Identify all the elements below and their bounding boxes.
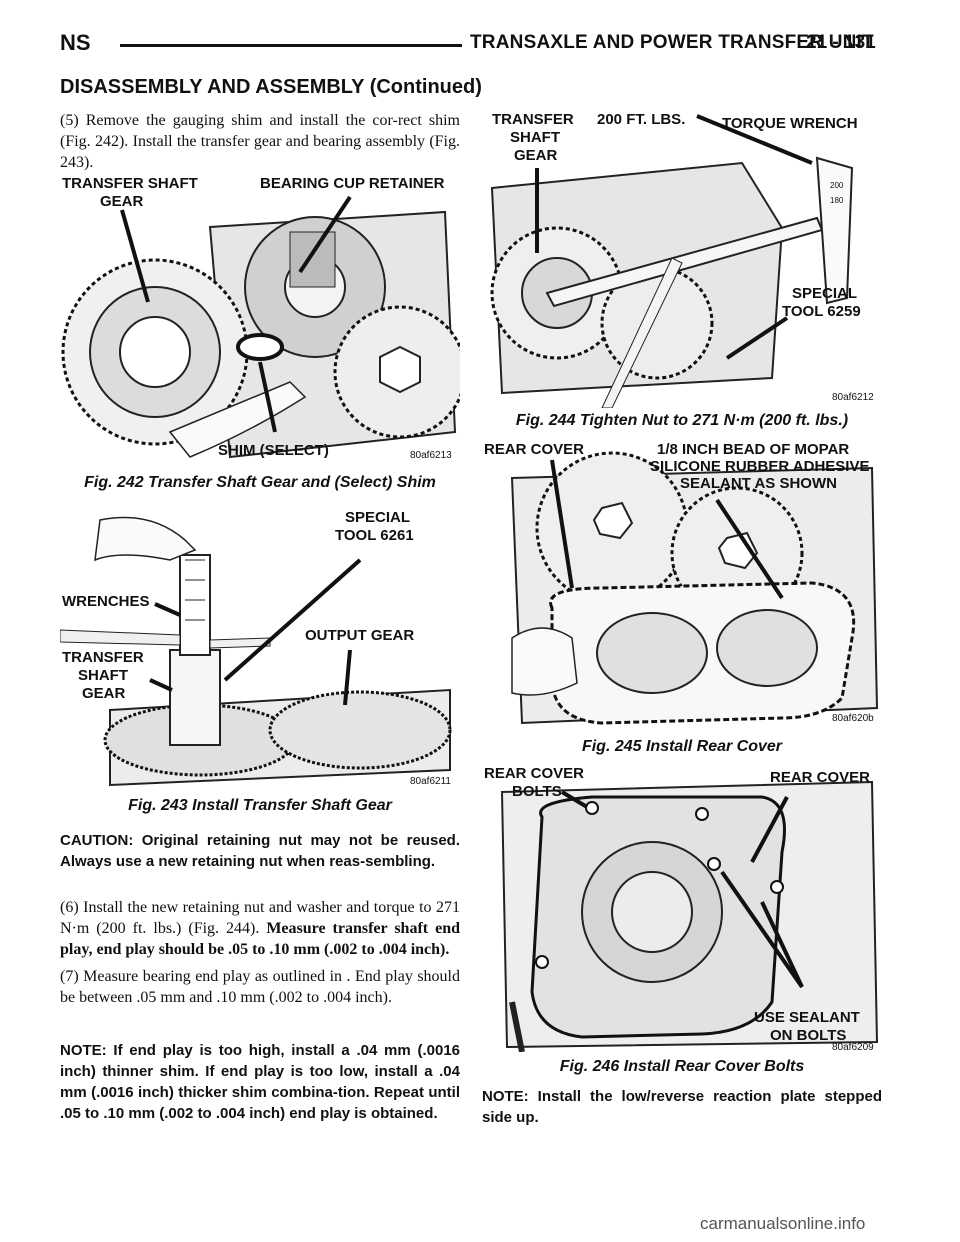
figure-code: 80af6211 — [410, 776, 451, 787]
label-use-sealant: USE SEALANT — [754, 1009, 860, 1026]
figure-242: TRANSFER SHAFT GEAR BEARING CUP RETAINER… — [60, 172, 460, 467]
step-6-plain: (6) Install the new retaining nut and wa… — [60, 899, 460, 937]
page-number: 21 - 131 — [806, 32, 876, 53]
label-wrenches: WRENCHES — [62, 593, 150, 610]
caution-note: CAUTION: Original retaining nut may not … — [60, 832, 460, 870]
label-rear-cover: REAR COVER — [484, 441, 584, 458]
label-transfer: TRANSFER — [492, 111, 574, 128]
label-gear: GEAR — [82, 685, 126, 702]
note-end-play: NOTE: If end play is too high, install a… — [60, 1042, 460, 1122]
section-title: DISASSEMBLY AND ASSEMBLY (Continued) — [60, 76, 482, 98]
step-6-text: (6) Install the new retaining nut and wa… — [60, 897, 460, 960]
label-tool-6259: TOOL 6259 — [782, 303, 861, 320]
watermark[interactable]: carmanualsonline.info — [700, 1214, 866, 1233]
figure-245: REAR COVER 1/8 INCH BEAD OF MOPAR SILICO… — [482, 438, 882, 733]
label-shim-select: SHIM (SELECT) — [218, 442, 329, 459]
label-transfer: TRANSFER — [62, 649, 144, 666]
label-transfer-shaft: TRANSFER SHAFT — [62, 175, 198, 192]
figure-code: 80af6209 — [832, 1042, 874, 1052]
label-special: SPECIAL — [792, 285, 857, 302]
figure-244-caption: Fig. 244 Tighten Nut to 271 N·m (200 ft.… — [515, 412, 849, 429]
label-special: SPECIAL — [345, 509, 410, 526]
label-shaft: SHAFT — [78, 667, 128, 684]
figure-242-caption: Fig. 242 Transfer Shaft Gear and (Select… — [84, 474, 436, 491]
label-200-ft-lbs: 200 FT. LBS. — [597, 111, 685, 128]
label-gear: GEAR — [514, 147, 558, 164]
figure-243: SPECIAL TOOL 6261 WRENCHES OUTPUT GEAR T… — [60, 500, 460, 790]
label-torque-wrench: TORQUE WRENCH — [722, 115, 858, 132]
figure-246: REAR COVER BOLTS REAR COVER USE SEALANT … — [482, 762, 882, 1052]
step-6-bold: Measure transfer shaft end play, end pla… — [60, 920, 460, 958]
figure-code: 80af6213 — [410, 450, 452, 461]
header-section-code: NS — [60, 30, 91, 55]
label-on-bolts: ON BOLTS — [770, 1027, 846, 1044]
label-rear-cover: REAR COVER — [770, 769, 870, 786]
figure-246-caption: Fig. 246 Install Rear Cover Bolts — [559, 1058, 805, 1075]
svg-text:180: 180 — [830, 196, 844, 205]
label-gear: GEAR — [100, 193, 144, 210]
note-reaction-plate: NOTE: Install the low/reverse reaction p… — [482, 1088, 882, 1126]
label-bolts: BOLTS — [512, 783, 562, 800]
figure-243-caption: Fig. 243 Install Transfer Shaft Gear — [128, 797, 392, 814]
label-shaft: SHAFT — [510, 129, 560, 146]
svg-text:200: 200 — [830, 181, 844, 190]
header-rule — [120, 44, 462, 47]
label-sealant-as-shown: SEALANT AS SHOWN — [680, 475, 837, 492]
label-output-gear: OUTPUT GEAR — [305, 627, 414, 644]
label-rear-cover-bolts: REAR COVER — [484, 765, 584, 782]
step-7-text: (7) Measure bearing end play as outlined… — [60, 968, 460, 1006]
figure-code: 80af6212 — [832, 392, 874, 403]
figure-code: 80af620b — [832, 713, 874, 724]
label-bearing-cup-retainer: BEARING CUP RETAINER — [260, 175, 445, 192]
header-title: TRANSAXLE AND POWER TRANSFER UNIT — [470, 32, 874, 53]
label-silicone-adhesive: SILICONE RUBBER ADHESIVE — [650, 458, 869, 475]
label-bead-of-mopar: 1/8 INCH BEAD OF MOPAR — [657, 441, 849, 458]
label-tool-6261: TOOL 6261 — [335, 527, 414, 544]
figure-245-caption: Fig. 245 Install Rear Cover — [581, 738, 783, 755]
step-5-text: (5) Remove the gauging shim and install … — [60, 112, 460, 171]
figure-244: 200 180 TRANSFER SHAFT GEAR 200 FT. LBS.… — [482, 108, 882, 408]
